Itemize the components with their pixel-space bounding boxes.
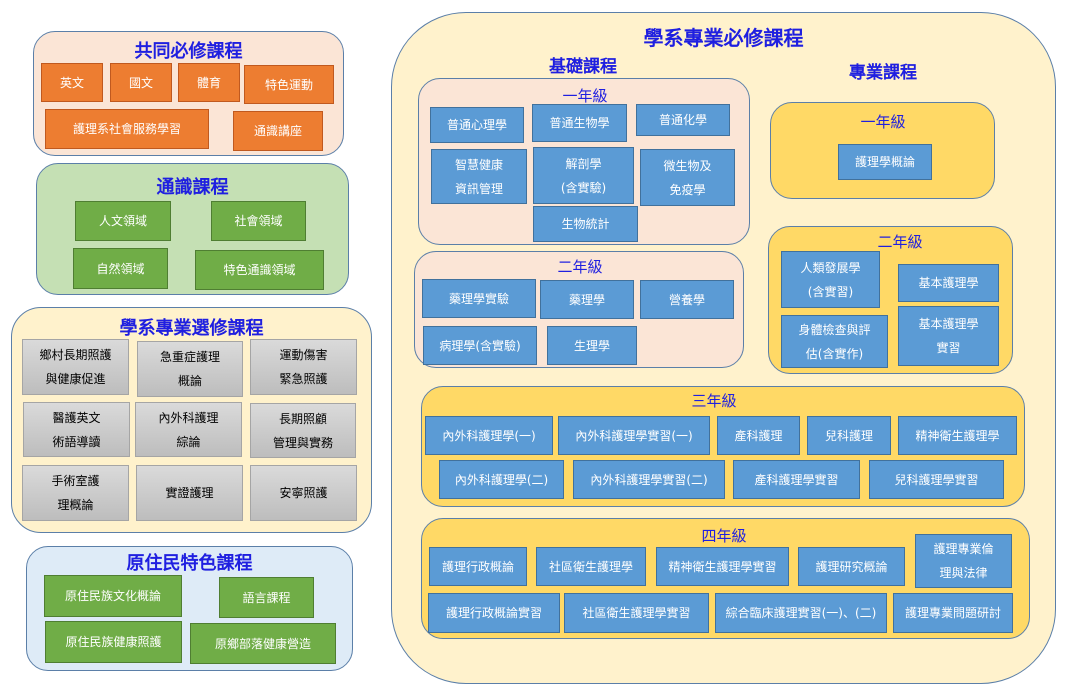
panel-title: 學系專業必修課程 [643,26,804,50]
year-label: 三年級 [691,392,737,410]
course-box: 普通化學 [636,104,730,136]
course-box: 內外科護理學實習(二) [573,460,725,499]
course-box: 產科護理 [717,416,800,455]
professional-courses-title: 專業課程 [849,63,917,83]
course-box: 手術室護 理概論 [22,465,129,521]
course-box: 身體檢查與評 估(含實作) [781,315,888,368]
course-box: 普通心理學 [430,107,524,143]
course-box: 藥理學 [540,280,634,319]
course-box: 兒科護理 [807,416,891,455]
course-box: 特色通識領域 [195,250,324,290]
course-box: 特色運動 [244,65,334,104]
year-label: 二年級 [557,258,603,276]
course-box: 智慧健康 資訊管理 [431,149,527,204]
course-box: 產科護理學實習 [733,460,860,499]
year-label: 四年級 [701,527,747,545]
course-box: 基本護理學 [898,264,999,302]
course-box: 護理專業倫 理與法律 [915,534,1012,588]
course-box: 精神衛生護理學 [898,416,1017,455]
course-box: 內外科護理 綜論 [135,402,242,457]
year-label: 一年級 [562,87,608,105]
course-box: 英文 [41,63,103,102]
course-box: 護理行政概論 [429,547,527,586]
course-box: 內外科護理學(二) [439,460,564,499]
course-box: 兒科護理學實習 [869,460,1004,499]
course-box: 微生物及 免疫學 [640,149,735,206]
panel-title: 原住民特色課程 [126,553,253,574]
course-box: 精神衛生護理學實習 [656,547,789,586]
course-box: 運動傷害 緊急照護 [250,339,357,395]
course-box: 人類發展學 (含實習) [781,251,880,308]
panel-title: 通識課程 [156,177,229,198]
course-box: 自然領域 [73,248,168,289]
course-box: 體育 [178,63,240,102]
year-label: 二年級 [877,233,923,251]
course-box: 內外科護理學(一) [425,416,553,455]
course-box: 內外科護理學實習(一) [558,416,710,455]
course-box: 生理學 [547,326,637,365]
course-box: 基本護理學 實習 [898,306,999,366]
course-box: 護理系社會服務學習 [45,109,209,149]
course-box: 社區衛生護理學實習 [564,593,709,633]
course-box: 病理學(含實驗) [423,326,537,365]
course-box: 護理專業問題研討 [893,593,1013,633]
panel-title: 共同必修課程 [134,41,243,62]
course-box: 護理行政概論實習 [428,593,560,633]
course-box: 通識講座 [233,111,323,151]
course-box: 生物統計 [533,206,638,242]
course-box: 普通生物學 [532,104,627,142]
course-box: 醫護英文 術語導讀 [23,402,130,457]
course-box: 綜合臨床護理實習(一)、(二) [715,593,887,633]
course-box: 原鄉部落健康營造 [190,623,336,664]
year-label: 一年級 [860,113,906,131]
course-box: 急重症護理 概論 [137,341,243,397]
panel-title: 學系專業選修課程 [119,318,264,339]
course-box: 長期照顧 管理與實務 [250,403,356,458]
course-box: 實證護理 [136,465,243,521]
course-box: 護理研究概論 [798,547,905,586]
course-box: 營養學 [640,280,734,319]
course-box: 解剖學 (含實驗) [533,147,634,204]
course-box: 鄉村長期照護 與健康促進 [22,339,129,395]
course-box: 藥理學實驗 [422,279,536,318]
basic-courses-title: 基礎課程 [549,57,617,77]
course-box: 語言課程 [219,577,314,618]
course-box: 原住民族文化概論 [44,575,182,617]
course-box: 原住民族健康照護 [45,621,182,663]
course-box: 安寧照護 [250,465,357,521]
course-box: 人文領域 [75,201,171,241]
course-box: 社會領域 [211,201,306,241]
course-box: 護理學概論 [838,144,932,180]
course-box: 國文 [110,63,172,102]
course-box: 社區衛生護理學 [536,547,646,586]
